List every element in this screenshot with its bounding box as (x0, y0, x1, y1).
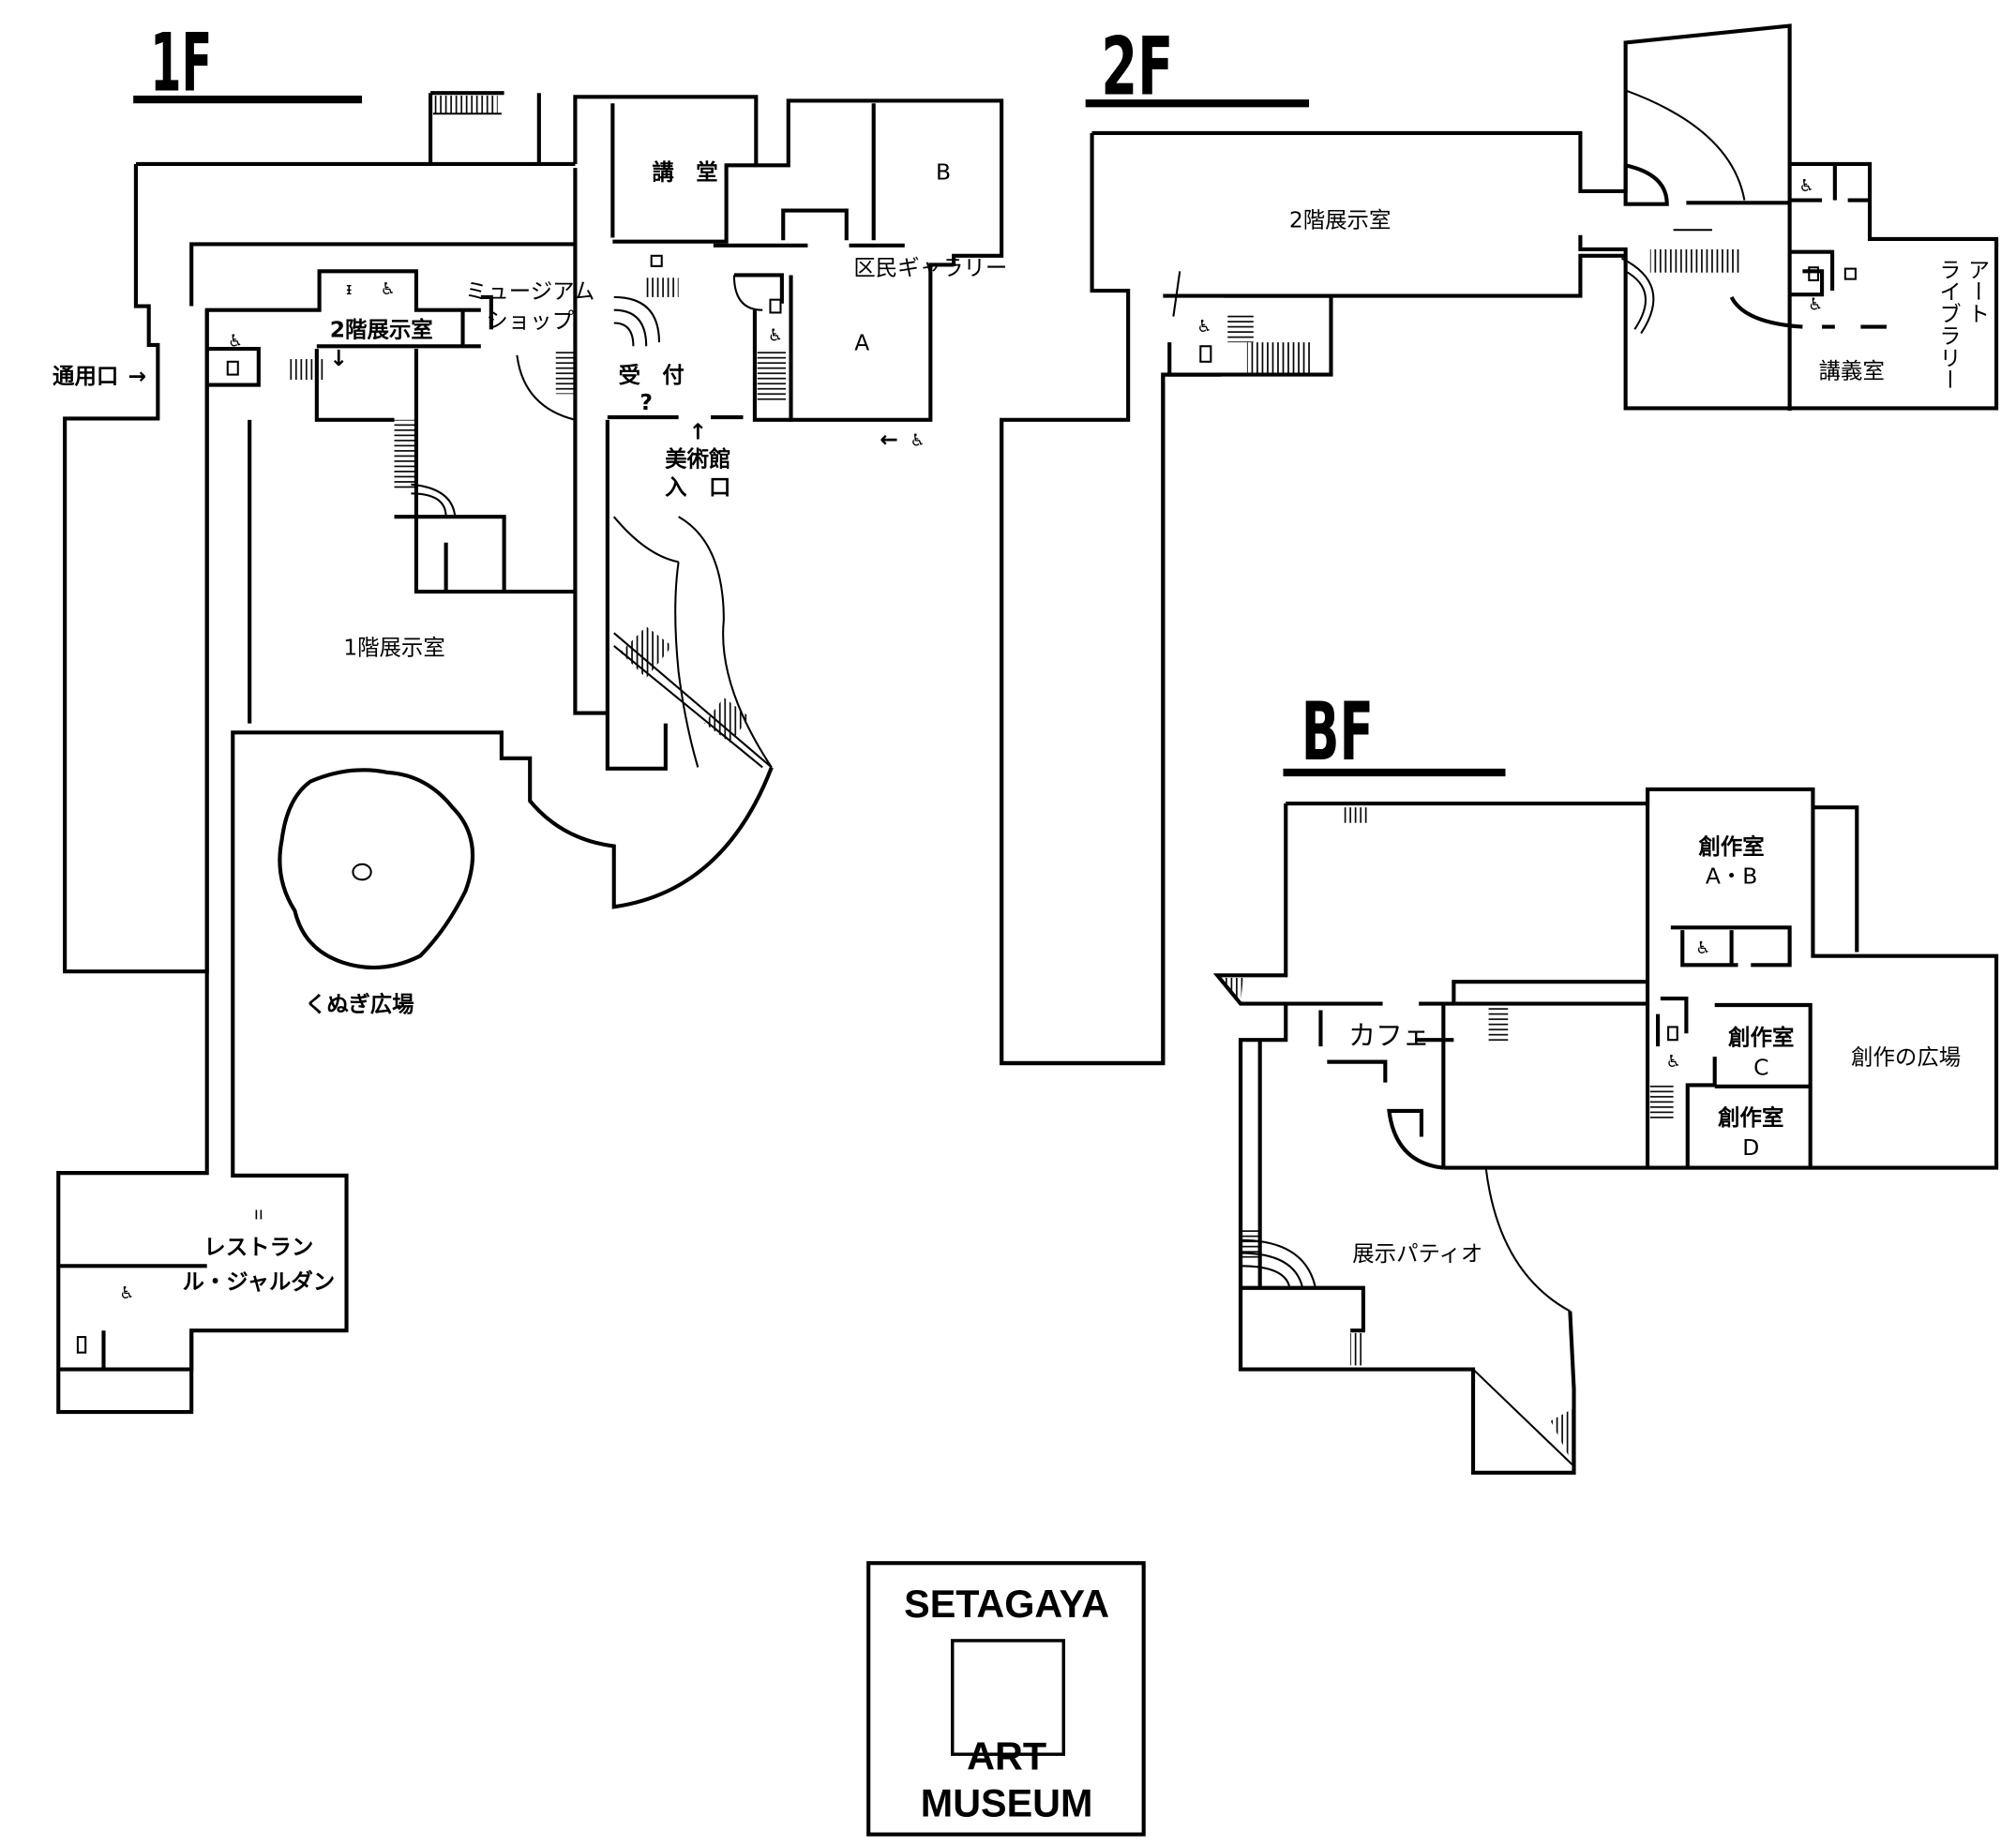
kunugi-pond (278, 768, 475, 970)
arrow-right-icon: → (128, 363, 146, 389)
label-studio-ab-1: 創作室 (1698, 833, 1764, 860)
label-studio-ab-2: A・B (1706, 863, 1757, 889)
telephone-icon (1843, 267, 1857, 280)
label-auditorium: 講 堂 (652, 159, 717, 186)
elevator-icon (769, 298, 782, 314)
label-exhibition-patio: 展示パティオ (1352, 1240, 1482, 1267)
restroom-icon: ᵻ (346, 279, 353, 299)
logo-text-art: ART (967, 1735, 1046, 1778)
wheelchair-icon: ♿ (1695, 938, 1710, 958)
wheelchair-icon: ♿ (1666, 1052, 1681, 1072)
label-art-library-1: アート (1963, 259, 1990, 324)
label-entrance-1: 美術館 (665, 445, 730, 472)
label-museum-shop-2: ショップ (486, 308, 574, 334)
arrow-up-icon: ↑ (688, 418, 707, 444)
telephone-icon (650, 254, 663, 267)
floor-2f: 2F 2階展示室 講義室 アート ライブラリー ♿ ♿ (1000, 22, 1999, 1066)
wheelchair-icon: ♿ (910, 430, 925, 450)
floor-title-bf: BF (1301, 686, 1374, 779)
label-room-b: B (936, 159, 951, 186)
logo-text-setagaya: SETAGAYA (904, 1583, 1109, 1626)
walls-1f (56, 91, 1222, 1415)
label-lecture-room: 講義室 (1819, 358, 1885, 384)
label-creative-plaza: 創作の広場 (1851, 1043, 1961, 1070)
floor-bf: BF 創作室 A・ (1212, 686, 1999, 1475)
floor-title-1f: 1F (150, 17, 212, 110)
walls-bf (1212, 787, 1999, 1475)
elevator-icon (1199, 345, 1212, 363)
logo-text-museum: MUSEUM (921, 1781, 1093, 1824)
label-museum-shop-1: ミュージアム (465, 278, 594, 304)
restaurant-icon: ıı (254, 1205, 263, 1224)
labels-bf: 創作室 A・B カフェ 創作室 C 創作室 D 創作の広場 展示パティオ ♿ ♿ (1348, 833, 1961, 1267)
label-room-a: A (854, 329, 869, 355)
elevator-icon (226, 360, 239, 376)
wheelchair-icon: ♿ (119, 1283, 134, 1303)
label-citizens-gallery: 区民ギャラリー (853, 254, 1007, 280)
stairs-2f (1227, 248, 1741, 375)
labels-2f: 2階展示室 講義室 アート ライブラリー ♿ ♿ ♿ (1196, 176, 1990, 390)
stairs-1f (287, 95, 787, 743)
info-icon: ? (639, 389, 653, 415)
kunugi-tree-marker (352, 863, 372, 881)
label-studio-d-2: D (1742, 1134, 1759, 1161)
floor-title-2f: 2F (1101, 22, 1173, 114)
arrow-down-icon: ↓ (329, 345, 348, 371)
labels-1f: 講 堂 B 区民ギャラリー ミュージアム ショップ 2階展示室 ↓ 通用口 → … (53, 159, 1007, 1354)
label-art-library-2: ライブラリー (1935, 259, 1962, 391)
label-entrance-2: 入 口 (665, 474, 730, 501)
wheelchair-icon: ♿ (381, 279, 396, 299)
elevator-icon (1667, 1026, 1678, 1042)
arrow-left-icon: ← (880, 427, 898, 453)
wheelchair-icon: ♿ (1799, 176, 1814, 196)
label-studio-c-2: C (1753, 1054, 1768, 1080)
stairs-bf (1221, 807, 1674, 1466)
museum-logo: SETAGAYA ART MUSEUM (866, 1561, 1146, 1837)
restroom-icon (76, 1336, 87, 1354)
label-studio-d-1: 創作室 (1718, 1104, 1783, 1131)
label-service-entrance: 通用口 (53, 363, 118, 389)
label-reception: 受 付 (619, 362, 685, 388)
floor-title-underline (1283, 768, 1506, 777)
label-studio-c-1: 創作室 (1728, 1025, 1794, 1051)
wheelchair-icon: ♿ (768, 326, 783, 346)
label-1f-gallery: 1階展示室 (343, 635, 445, 661)
wheelchair-icon: ♿ (1196, 317, 1211, 337)
label-to-2f-gallery: 2階展示室 (330, 317, 433, 343)
label-2f-gallery: 2階展示室 (1289, 207, 1392, 233)
wheelchair-icon: ♿ (228, 331, 243, 351)
floor-title-underline (133, 95, 363, 104)
label-restaurant-2: ル・ジャルダン (182, 1268, 335, 1295)
floor-title-underline (1085, 99, 1310, 108)
elevator-icon (1808, 266, 1819, 282)
label-restaurant-1: レストラン (203, 1234, 313, 1260)
floor-1f: 1F (53, 17, 1222, 1415)
label-kunugi-plaza: くぬぎ広場 (305, 991, 414, 1017)
label-cafe: カフェ (1348, 1020, 1430, 1052)
walls-2f (1000, 23, 1999, 1066)
wheelchair-icon: ♿ (1808, 295, 1823, 315)
